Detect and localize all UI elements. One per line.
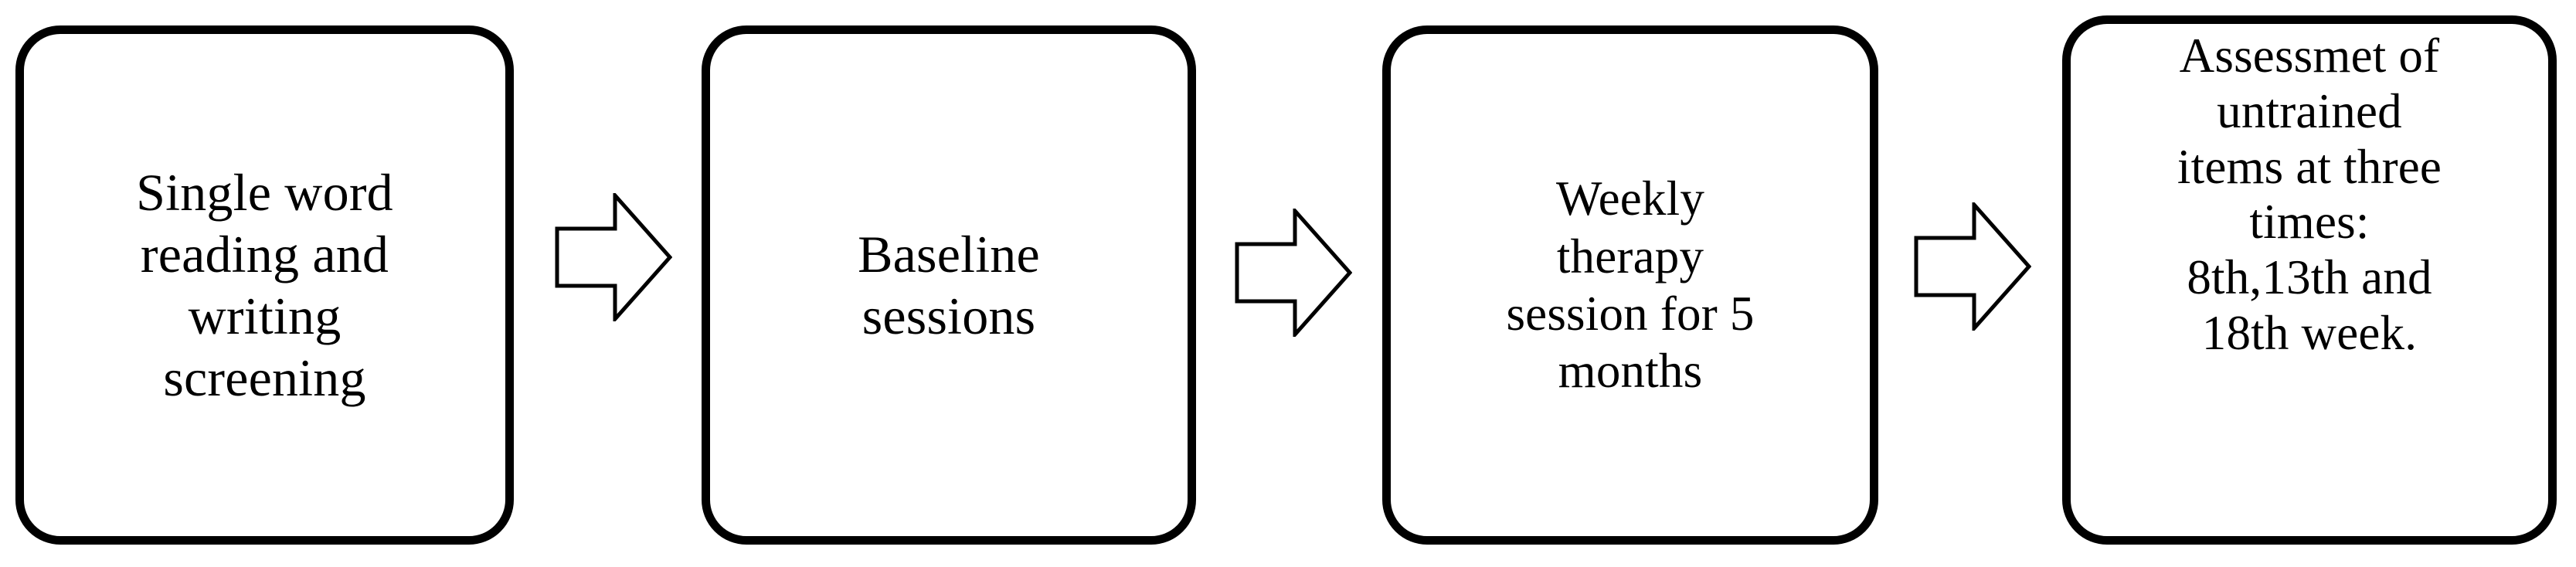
flowchart-node-label: Assessmet of untrained items at three ti…: [2177, 29, 2442, 361]
flowchart-node-single-word-reading-and-writing-screening: Single word reading and writing screenin…: [15, 25, 514, 545]
flowchart-node-assessment-of-untrained-items: Assessmet of untrained items at three ti…: [2062, 15, 2557, 545]
flowchart-node-baseline-sessions: Baseline sessions: [702, 25, 1196, 545]
arrow-right-icon: [555, 193, 672, 321]
flowchart-node-label: Weekly therapy session for 5 months: [1506, 171, 1755, 399]
flowchart-node-label: Single word reading and writing screenin…: [136, 162, 393, 408]
flowchart-node-label: Baseline sessions: [858, 224, 1040, 345]
flowchart-node-weekly-therapy-session: Weekly therapy session for 5 months: [1382, 25, 1878, 545]
arrow-right-icon: [1235, 209, 1352, 337]
arrow-right-icon: [1914, 202, 2031, 331]
